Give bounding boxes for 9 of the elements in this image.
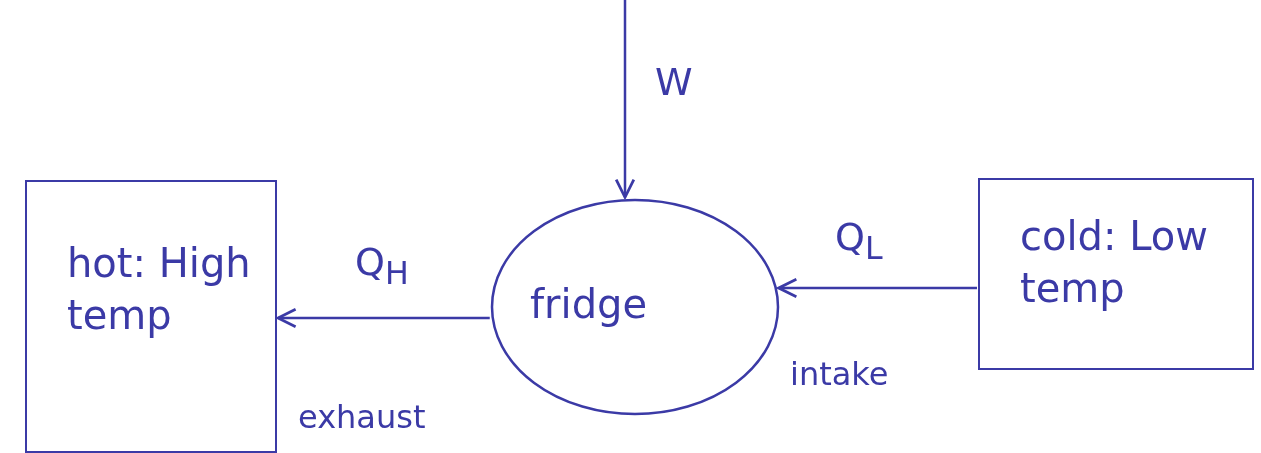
- reservoir-box: [978, 178, 1254, 370]
- reservoir-box: [25, 180, 277, 453]
- node-label: fridge: [530, 280, 649, 329]
- fridge-ellipse: [490, 198, 780, 416]
- arrow: [614, 0, 636, 199]
- arrow: [276, 307, 490, 329]
- node-label: cold: Low temp: [1020, 212, 1209, 313]
- arrow: [777, 277, 977, 299]
- node-label: hot: High temp: [67, 239, 252, 340]
